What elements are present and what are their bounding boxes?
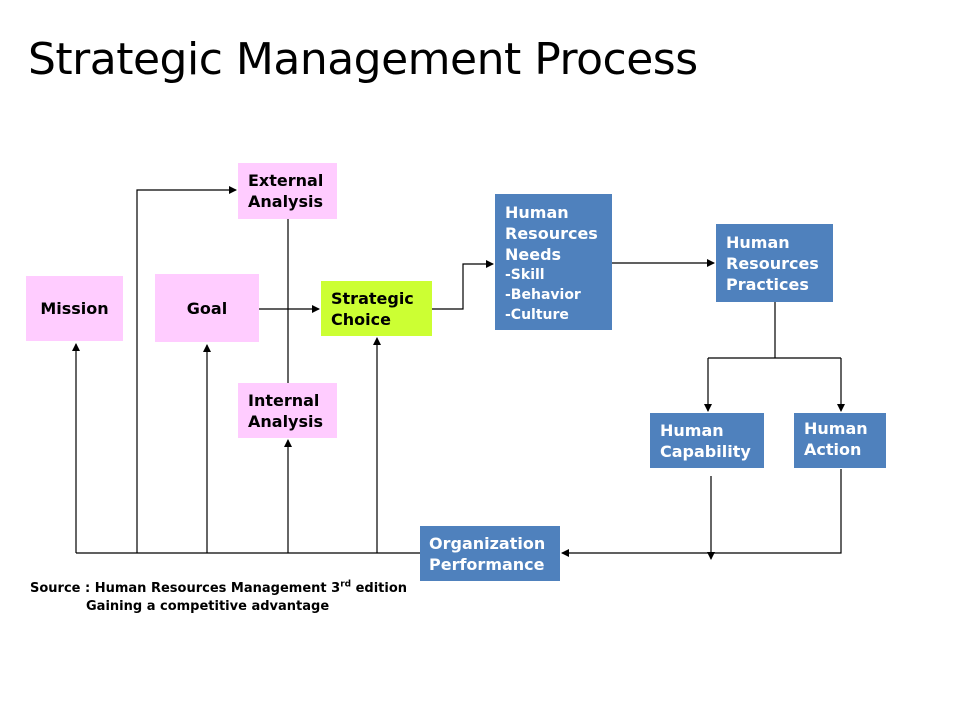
hr-needs-line-2: Resources: [505, 224, 598, 243]
hr-needs-item-behavior: -Behavior: [505, 287, 581, 303]
hr-needs-line-1: Human: [505, 203, 569, 222]
action-to-org-performance: [561, 469, 842, 557]
hr-practices-line-1: Human: [726, 233, 790, 252]
goal-box: Goal: [155, 274, 259, 342]
human-action-line-2: Action: [804, 440, 862, 459]
source-line-2: Gaining a competitive advantage: [86, 599, 330, 615]
internal-analysis-line-1: Internal: [248, 391, 320, 410]
org-performance-line-2: Performance: [429, 555, 545, 574]
strategic-choice-box: Strategic Choice: [321, 281, 432, 336]
strategic-choice-to-hr-needs: [432, 260, 494, 310]
external-analysis-line-2: Analysis: [248, 192, 324, 211]
goal-label: Goal: [186, 298, 228, 318]
hr-needs-line-3: Needs: [505, 245, 562, 264]
human-action-box: Human Action: [794, 413, 886, 468]
mission-label: Mission: [40, 299, 109, 318]
mission-box: Mission: [26, 276, 123, 341]
hr-practices-line-2: Resources: [726, 254, 819, 273]
strategic-choice-line-1: Strategic: [331, 289, 414, 308]
hr-practices-box: Human Resources Practices: [716, 224, 833, 302]
internal-analysis-line-2: Analysis: [248, 412, 324, 431]
hr-needs-item-culture: -Culture: [505, 307, 569, 323]
human-capability-line-2: Capability: [660, 442, 751, 461]
external-analysis-line-1: External: [248, 171, 324, 190]
page-title: Strategic Management Process: [28, 34, 698, 85]
feedback-to-external-analysis: [136, 186, 237, 553]
org-performance-line-1: Organization: [429, 534, 546, 553]
hr-needs-box: Human Resources Needs -Skill -Behavior -…: [495, 194, 612, 330]
source-line-1-sup: rd: [340, 580, 352, 590]
org-performance-box: Organization Performance: [420, 526, 560, 581]
source-line-1-prefix: Source : Human Resources Management 3: [30, 581, 341, 597]
source-citation: Source : Human Resources Management 3rd …: [30, 576, 407, 616]
strategic-choice-line-2: Choice: [331, 310, 391, 329]
source-line-1-suffix: edition: [351, 581, 408, 597]
hr-needs-item-skill: -Skill: [505, 267, 545, 283]
internal-analysis-box: Internal Analysis: [238, 383, 337, 438]
human-capability-box: Human Capability: [650, 413, 764, 468]
source-line-1: Source : Human Resources Management 3rd …: [30, 580, 408, 597]
hr-practices-line-3: Practices: [726, 275, 809, 294]
human-action-line-1: Human: [804, 419, 868, 438]
external-analysis-box: External Analysis: [238, 163, 337, 219]
human-capability-line-1: Human: [660, 421, 724, 440]
